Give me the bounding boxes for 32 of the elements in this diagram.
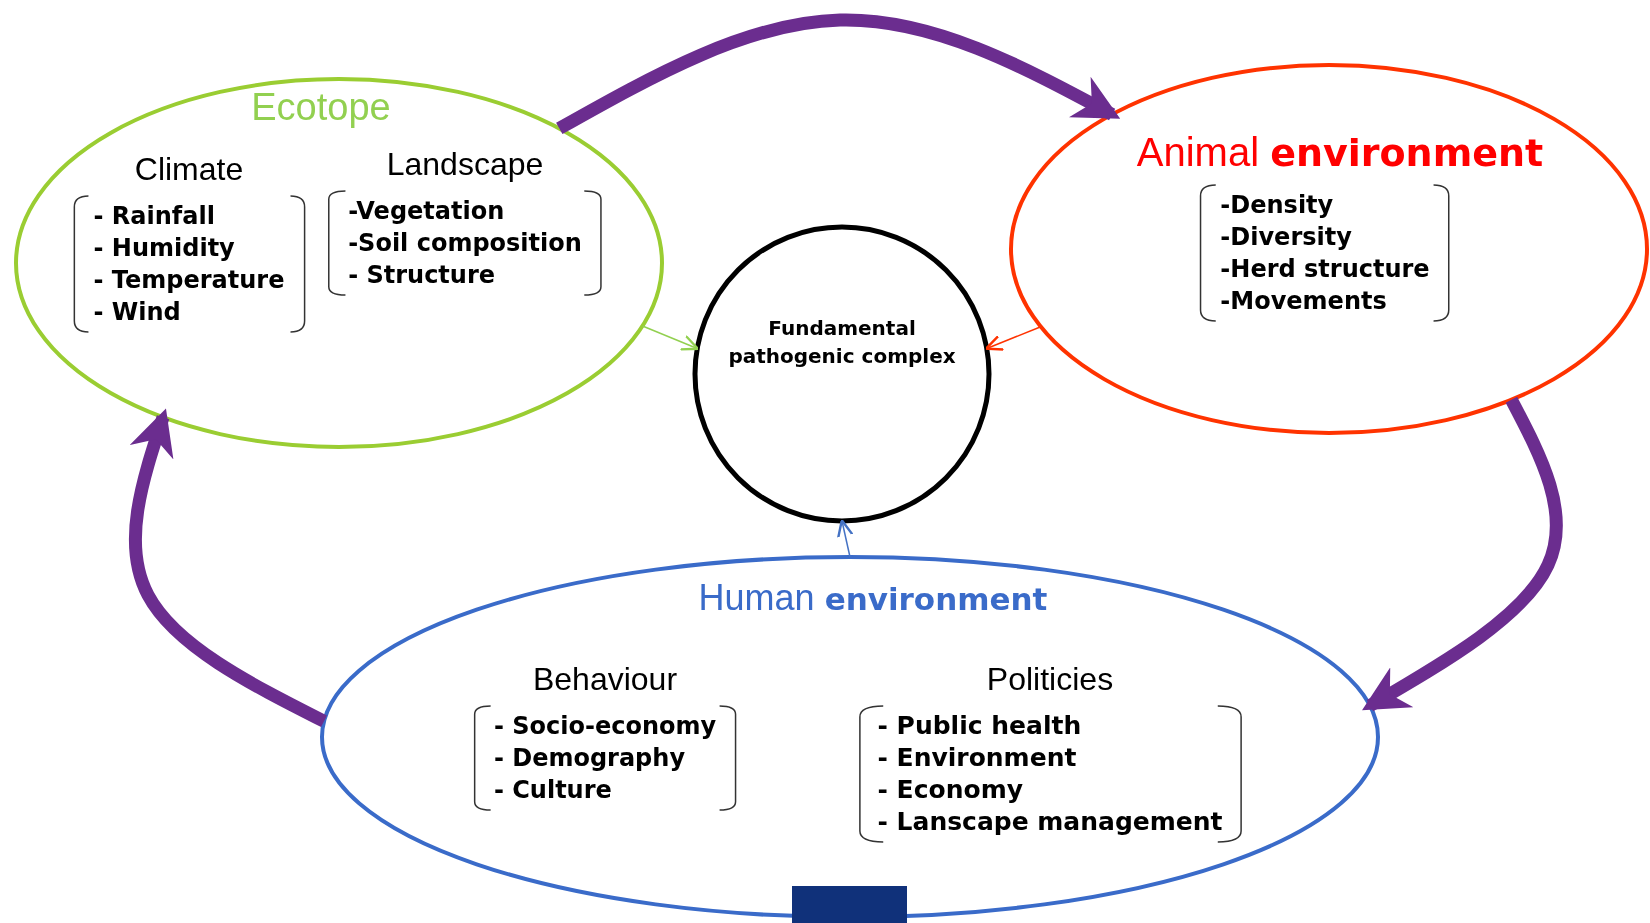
list-item: - Public health [877, 710, 1083, 743]
list-item: -Herd structure [1220, 254, 1430, 285]
list-item: - Environment [877, 742, 1078, 775]
list-item: - Rainfall [93, 201, 216, 233]
group-heading: Politicies [986, 660, 1114, 699]
list-item: - Temperature [93, 265, 285, 297]
list-item: - Humidity [93, 233, 236, 265]
list-item: -Density [1220, 190, 1335, 221]
list-item: -Soil composition [348, 228, 582, 260]
list-item: - Demography [493, 743, 687, 775]
list-item: -Diversity [1220, 222, 1353, 253]
list-item: - Culture [493, 775, 613, 807]
arrow [641, 325, 700, 351]
curved-arrow [556, 13, 1121, 135]
list-item: - Socio-economy [493, 711, 717, 743]
curved-arrow [1362, 396, 1563, 712]
list-item: - Lanscape management [877, 806, 1223, 839]
circle-label: Fundamental pathogenic complex [727, 315, 957, 370]
group-heading: Landscape [386, 145, 544, 184]
list-item: - Structure [348, 260, 497, 292]
ellipse-title: Animal environment [1136, 129, 1544, 175]
list-item: - Economy [877, 774, 1024, 807]
curved-arrow [128, 408, 327, 728]
ellipse-title: Ecotope [251, 87, 391, 129]
list-item: -Movements [1220, 286, 1388, 317]
arrow [837, 519, 854, 558]
group-heading: Climate [134, 150, 244, 189]
arrow [984, 326, 1042, 351]
list-item: - Wind [93, 297, 182, 329]
group-heading: Behaviour [532, 660, 678, 699]
list-item: -Vegetation [348, 196, 506, 228]
ellipse-title: Human environment [698, 578, 1048, 618]
